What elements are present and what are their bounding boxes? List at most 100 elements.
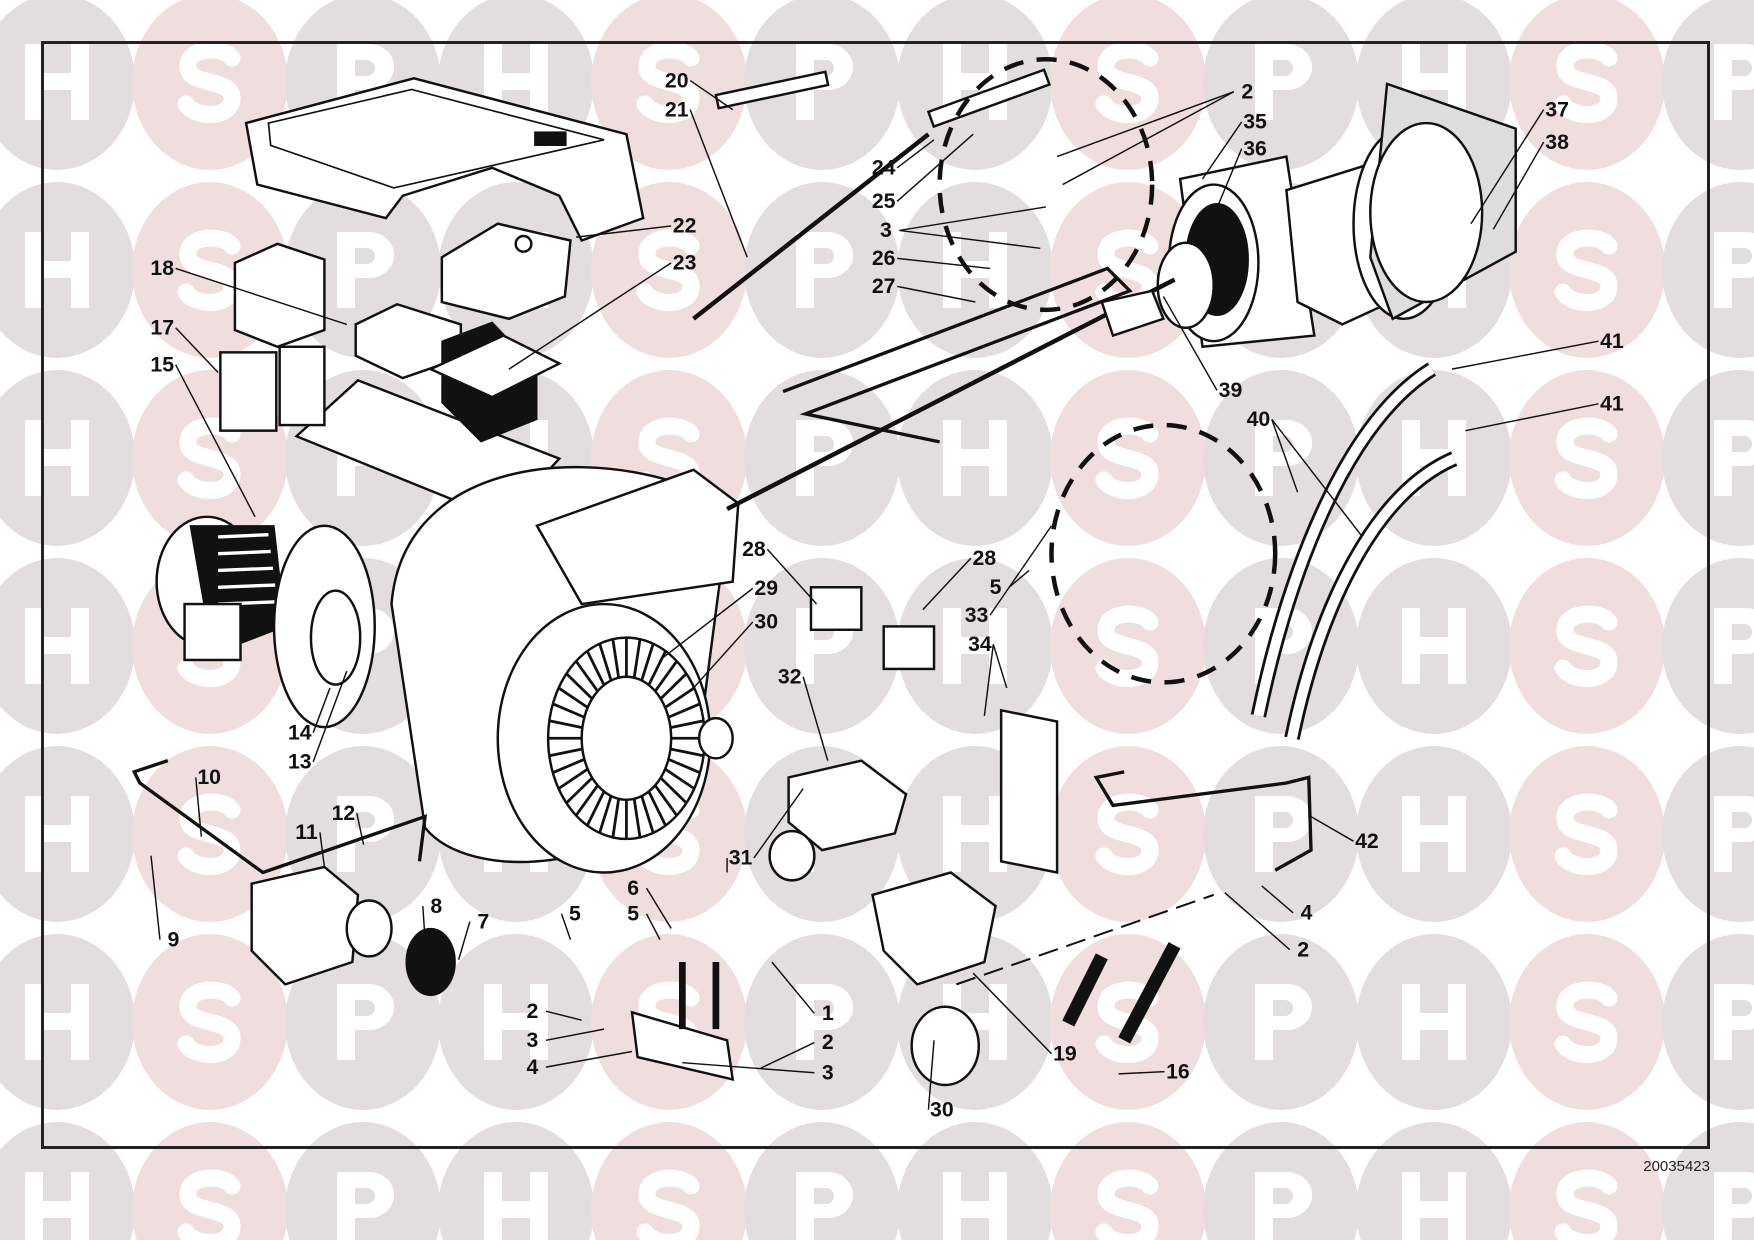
- part-callout-10[interactable]: 10: [197, 765, 221, 789]
- part-callout-5[interactable]: 5: [627, 902, 639, 926]
- leader-line: [545, 1050, 633, 1068]
- leader-line: [1465, 403, 1599, 432]
- part-callout-21[interactable]: 21: [665, 97, 689, 121]
- watermark-logo-letter-s: [1095, 605, 1159, 687]
- part-callout-4[interactable]: 4: [1301, 900, 1313, 924]
- part-callout-13[interactable]: 13: [288, 749, 312, 773]
- watermark-logo-letter-p: [1714, 984, 1754, 1060]
- part-callout-36[interactable]: 36: [1243, 136, 1267, 160]
- part-callout-8[interactable]: 8: [430, 894, 442, 918]
- watermark-circle: [1356, 1122, 1512, 1240]
- watermark-logo-letter-s: [1554, 605, 1618, 687]
- fan-blade: [667, 758, 701, 774]
- leader-line: [1008, 569, 1030, 588]
- part-callout-42[interactable]: 42: [1355, 829, 1379, 853]
- part-callout-40[interactable]: 40: [1247, 407, 1271, 431]
- part-callout-16[interactable]: 16: [1166, 1059, 1190, 1083]
- part-callout-15[interactable]: 15: [150, 352, 174, 376]
- part-callout-6[interactable]: 6: [627, 876, 639, 900]
- part-callout-41[interactable]: 41: [1600, 392, 1624, 416]
- leader-line: [983, 644, 995, 716]
- watermark-logo-letter-p: [1714, 796, 1754, 872]
- part-callout-25[interactable]: 25: [872, 189, 896, 213]
- part-callout-35[interactable]: 35: [1243, 110, 1267, 134]
- watermark-logo-letter-p: [337, 1172, 395, 1240]
- fan-blade: [557, 686, 589, 709]
- part-callout-28[interactable]: 28: [742, 537, 766, 561]
- part-callout-7[interactable]: 7: [477, 909, 489, 933]
- part-callout-24[interactable]: 24: [872, 156, 896, 180]
- leader-line: [175, 327, 219, 373]
- part-callout-1[interactable]: 1: [822, 1001, 834, 1025]
- fan-blade: [549, 747, 583, 758]
- part-callout-3[interactable]: 3: [822, 1060, 834, 1084]
- diagram-frame: [41, 41, 1710, 1149]
- part-callout-9[interactable]: 9: [167, 927, 179, 951]
- leader-line: [150, 855, 161, 940]
- leader-line: [1207, 148, 1243, 230]
- leader-line: [545, 1010, 582, 1021]
- part-callout-37[interactable]: 37: [1545, 97, 1569, 121]
- part-callout-3[interactable]: 3: [880, 218, 892, 242]
- part-callout-2[interactable]: 2: [1297, 937, 1309, 961]
- part-callout-20[interactable]: 20: [665, 68, 689, 92]
- fan-blade: [586, 790, 606, 827]
- leader-line: [1224, 892, 1291, 951]
- part-callout-31[interactable]: 31: [729, 846, 753, 870]
- part-callout-2[interactable]: 2: [1241, 79, 1253, 103]
- watermark-logo-letter-s: [1554, 417, 1618, 499]
- fan-blade: [557, 767, 589, 790]
- leader-line: [766, 548, 818, 605]
- watermark-logo-letter-p: [337, 232, 395, 308]
- part-callout-23[interactable]: 23: [673, 251, 697, 275]
- part-callout-30[interactable]: 30: [754, 610, 778, 634]
- part-callout-28[interactable]: 28: [973, 546, 997, 570]
- part-callout-41[interactable]: 41: [1600, 329, 1624, 353]
- leader-line: [1310, 815, 1354, 842]
- part-callout-3[interactable]: 3: [527, 1028, 539, 1052]
- leader-line: [195, 777, 203, 837]
- control-box-cover: [233, 222, 572, 349]
- leader-line: [645, 913, 661, 940]
- part-callout-39[interactable]: 39: [1219, 378, 1243, 402]
- part-callout-14[interactable]: 14: [288, 720, 312, 744]
- watermark-logo-letter-s: [1554, 981, 1618, 1063]
- part-callout-5[interactable]: 5: [990, 575, 1002, 599]
- part-callout-29[interactable]: 29: [754, 576, 778, 600]
- leader-line: [972, 972, 1053, 1055]
- fan-blade: [647, 650, 667, 686]
- part-callout-30[interactable]: 30: [930, 1097, 954, 1121]
- leader-line: [753, 788, 804, 859]
- part-callout-5[interactable]: 5: [569, 902, 581, 926]
- part-callout-22[interactable]: 22: [673, 214, 697, 238]
- leader-line: [1201, 121, 1243, 180]
- part-callout-33[interactable]: 33: [965, 603, 989, 627]
- fan-blade: [552, 702, 585, 719]
- fan-blade: [654, 660, 678, 692]
- part-callout-2[interactable]: 2: [822, 1030, 834, 1054]
- watermark-logo-letter-s: [1095, 417, 1159, 499]
- part-callout-4[interactable]: 4: [527, 1055, 539, 1079]
- leader-line: [356, 813, 365, 845]
- fan-blade: [670, 719, 704, 729]
- watermark-logo-letter-p: [1255, 984, 1313, 1060]
- part-callout-26[interactable]: 26: [872, 246, 896, 270]
- part-callout-17[interactable]: 17: [150, 315, 174, 339]
- part-callout-32[interactable]: 32: [778, 664, 802, 688]
- leader-line: [1271, 419, 1299, 493]
- part-callout-12[interactable]: 12: [332, 801, 356, 825]
- part-callout-11[interactable]: 11: [295, 820, 318, 844]
- part-callout-18[interactable]: 18: [150, 256, 174, 280]
- oil-pipes: [131, 708, 1313, 986]
- fan-blade: [574, 660, 599, 692]
- part-callout-38[interactable]: 38: [1545, 130, 1569, 154]
- part-callout-27[interactable]: 27: [872, 274, 896, 298]
- leader-line: [896, 139, 935, 169]
- part-callout-2[interactable]: 2: [527, 999, 539, 1023]
- part-callout-19[interactable]: 19: [1053, 1041, 1077, 1065]
- control-box-base: [219, 302, 563, 522]
- part-callout-34[interactable]: 34: [968, 632, 992, 656]
- fan-blade: [598, 643, 613, 681]
- fan-blade: [565, 672, 594, 700]
- leader-line: [1492, 141, 1545, 230]
